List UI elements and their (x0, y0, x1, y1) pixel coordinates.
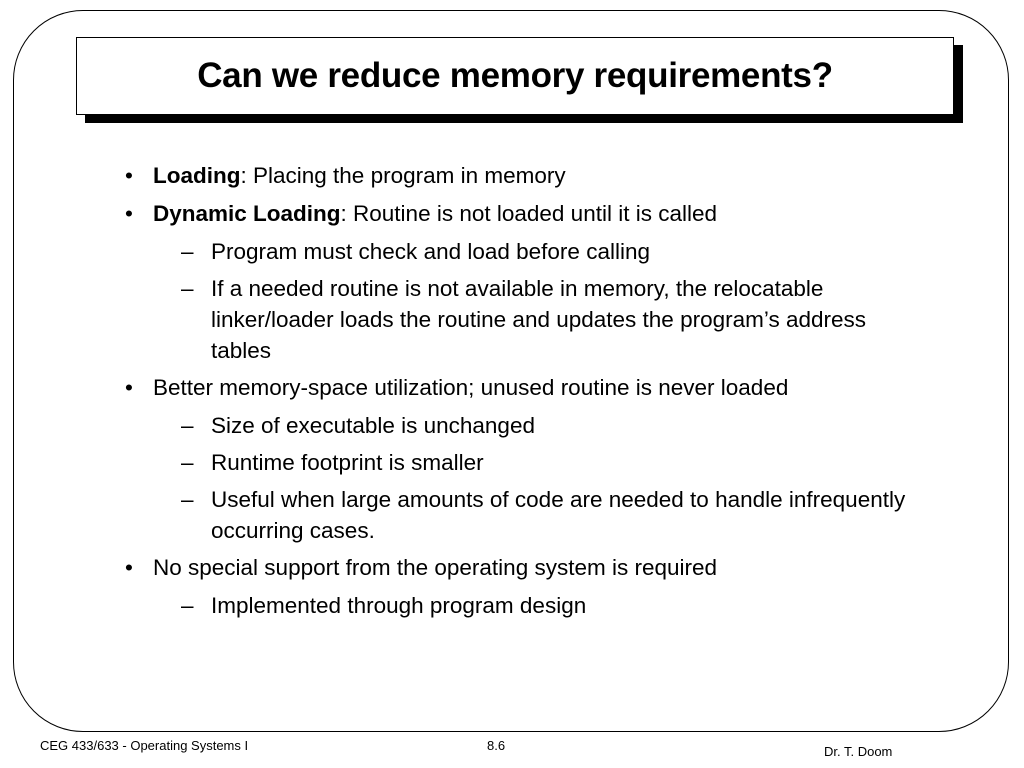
footer-page-number: 8.6 (487, 738, 506, 753)
sub-bullet-text: Program must check and load before calli… (211, 239, 650, 264)
slide-frame (13, 10, 1009, 732)
bullet-list: •Loading: Placing the program in memory•… (125, 160, 925, 629)
bullet-text: : Routine is not loaded until it is call… (340, 201, 717, 226)
bullet-text: : Placing the program in memory (240, 163, 566, 188)
bullet-dot: • (125, 375, 133, 400)
slide-title: Can we reduce memory requirements? (197, 56, 833, 95)
sub-bullet-text: If a needed routine is not available in … (211, 276, 866, 363)
sub-bullet-item: –Implemented through program design (125, 590, 925, 621)
sub-bullet-item: –Program must check and load before call… (125, 236, 925, 267)
sub-bullet-dash: – (181, 593, 194, 618)
bullet-item: • No special support from the operating s… (125, 552, 925, 583)
bullet-text: Better memory-space utilization; unused … (153, 375, 789, 400)
sub-bullet-text: Runtime footprint is smaller (211, 450, 484, 475)
sub-bullet-item: –Runtime footprint is smaller (125, 447, 925, 478)
sub-bullet-dash: – (181, 413, 194, 438)
sub-bullet-item: –Size of executable is unchanged (125, 410, 925, 441)
bullet-term: Loading (153, 163, 241, 188)
sub-bullet-item: –If a needed routine is not available in… (125, 273, 925, 366)
sub-bullet-dash: – (181, 450, 194, 475)
bullet-dot: • (125, 555, 133, 580)
title-box: Can we reduce memory requirements? (76, 37, 954, 115)
footer-course: CEG 433/633 - Operating Systems I (40, 738, 249, 753)
bullet-dot: • (125, 163, 133, 188)
sub-bullet-text: Size of executable is unchanged (211, 413, 535, 438)
sub-bullet-text: Implemented through program design (211, 593, 587, 618)
bullet-dot: • (125, 201, 133, 226)
footer-author: Dr. T. Doom (824, 744, 893, 759)
sub-bullet-dash: – (181, 239, 194, 264)
bullet-item: • Dynamic Loading: Routine is not loaded … (125, 198, 925, 229)
bullet-item: • Loading: Placing the program in memory (125, 160, 925, 191)
bullet-item: • Better memory-space utilization; unused… (125, 372, 925, 403)
sub-bullet-dash: – (181, 487, 194, 512)
sub-bullet-dash: – (181, 276, 194, 301)
sub-bullet-item: –Useful when large amounts of code are n… (125, 484, 925, 546)
sub-bullet-text: Useful when large amounts of code are ne… (211, 487, 906, 543)
bullet-term: Dynamic Loading (153, 201, 341, 226)
bullet-text: No special support from the operating sy… (153, 555, 718, 580)
